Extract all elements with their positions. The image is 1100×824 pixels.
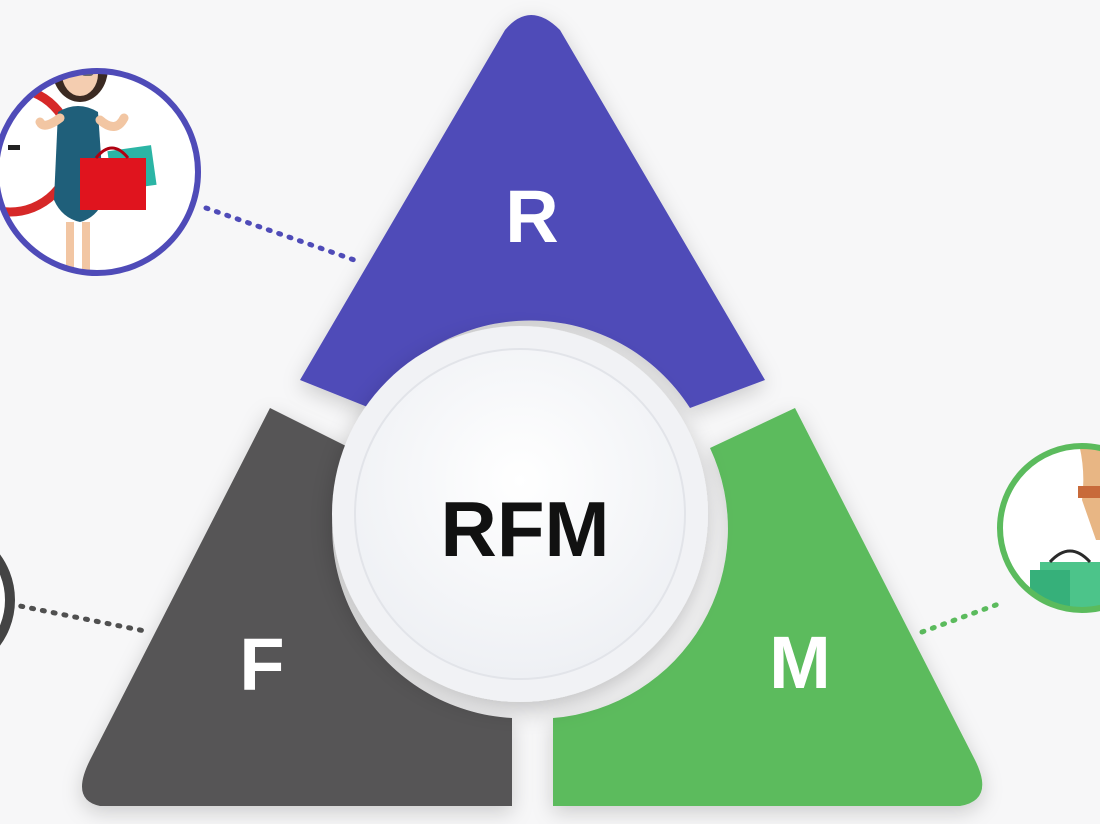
frequency-connector [7,601,153,635]
shopper-woman-with-clock-icon [0,71,157,273]
frequency-letter: F [239,623,284,706]
center-label: RFM [441,485,610,573]
recency-letter: R [505,175,558,258]
monetary-connector [919,599,1007,635]
center-hub [354,348,686,680]
monetary-illustration [997,443,1100,613]
partial-circle-icon [0,554,15,646]
recency-connector [203,205,363,265]
frequency-segment [82,408,512,806]
shopping-bags-icon [1030,446,1100,610]
frequency-illustration [0,554,15,646]
recency-illustration [0,68,201,276]
monetary-segment [553,408,983,806]
monetary-letter: M [769,621,831,704]
recency-segment [300,15,765,408]
